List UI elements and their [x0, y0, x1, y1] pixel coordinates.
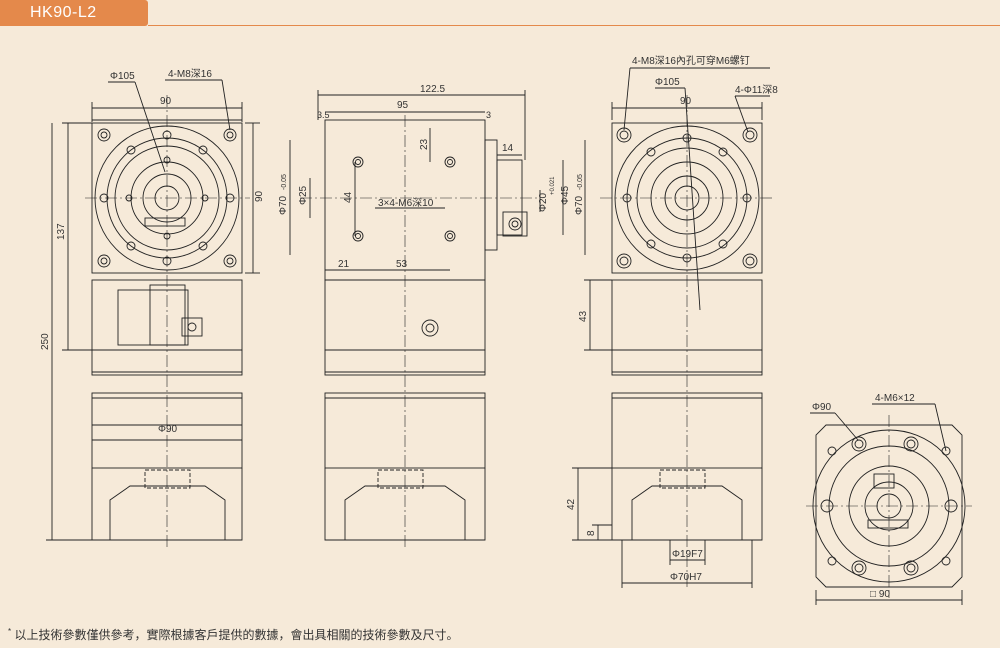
dim-phi20: Φ20: [538, 192, 549, 212]
dim-phi19f7: Φ19F7: [672, 549, 703, 560]
dim-4-phi11-depth8: 4-Φ11深8: [735, 84, 778, 96]
dim-phi70-right-tol: -0.05: [577, 174, 584, 190]
dim-90-side-left: 90: [254, 190, 265, 202]
dim-44: 44: [343, 191, 354, 203]
dim-95: 95: [397, 100, 409, 111]
dim-phi105-b: Φ105: [655, 77, 680, 88]
dim-phi105-a: Φ105: [110, 71, 135, 82]
dim-90-top-left: 90: [160, 96, 172, 107]
view-front-right: [572, 67, 775, 590]
view-side-center: [289, 90, 586, 548]
dim-53: 53: [396, 259, 408, 270]
dim-phi25: Φ25: [298, 185, 309, 205]
dim-137: 137: [56, 223, 67, 240]
dim-3-5: 3.5: [317, 110, 330, 120]
dim-phi90-left: Φ90: [158, 424, 178, 435]
dim-8: 8: [586, 530, 597, 536]
dim-m6x12: 4-M6×12: [875, 393, 915, 404]
dim-14: 14: [502, 143, 514, 154]
dim-122-5: 122.5: [420, 84, 445, 95]
dim-phi70h7: Φ70H7: [670, 572, 702, 583]
dim-phi70-left: Φ70: [278, 195, 289, 215]
dim-21: 21: [338, 259, 350, 270]
dim-m8-depth16: 4-M8深16: [168, 68, 212, 80]
title-underline: [148, 25, 1000, 26]
footnote: * 以上技術參數僅供參考，實際根據客戶提供的數據，會出具相關的技術參數及尺寸。: [8, 627, 459, 642]
dim-phi45: Φ45: [560, 185, 571, 205]
dim-phi20-tol: +0.021: [550, 176, 556, 195]
dim-42: 42: [566, 498, 577, 510]
dim-90-top-right: 90: [680, 96, 692, 107]
model-title: HK90-L2: [30, 4, 97, 21]
view-output-flange: [806, 403, 972, 605]
dim-square-90: □ 90: [870, 589, 890, 600]
dim-m6-depth10: 3×4-M6深10: [378, 197, 434, 209]
dim-m8-thru-m6: 4-M8深16內孔可穿M6螺钉: [632, 54, 750, 67]
view-front-left: [46, 79, 260, 548]
dim-3: 3: [486, 110, 491, 120]
dim-phi70-left-tol: -0.05: [281, 174, 288, 190]
dim-phi90-flange: Φ90: [812, 402, 832, 413]
dim-250: 250: [40, 333, 51, 350]
model-title-tab: HK90-L2: [0, 0, 148, 26]
dim-phi70-right: Φ70: [574, 195, 585, 215]
dim-43: 43: [578, 310, 589, 322]
footnote-text: 以上技術參數僅供參考，實際根據客戶提供的數據，會出具相關的技術參數及尺寸。: [14, 628, 459, 642]
dim-23: 23: [419, 138, 430, 150]
